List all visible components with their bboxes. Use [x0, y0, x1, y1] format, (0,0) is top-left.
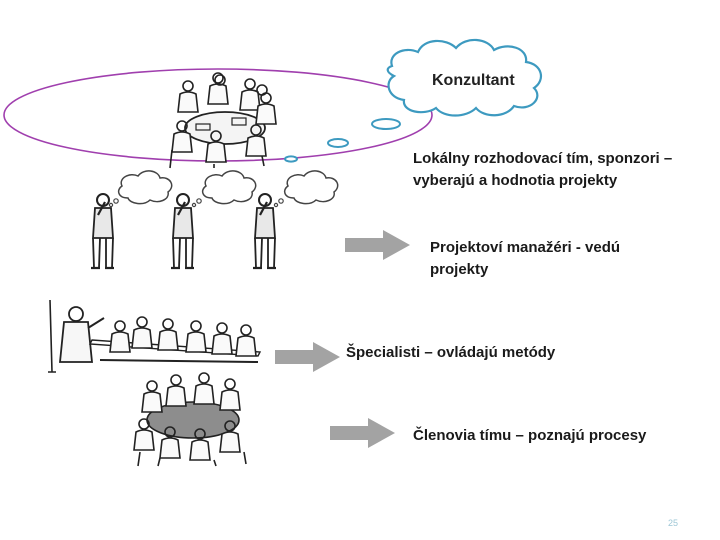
local-team-label: Lokálny rozhodovací tím, sponzori – vybe… — [413, 150, 673, 189]
right-arrow-icon — [330, 418, 395, 448]
right-arrow-icon — [345, 230, 410, 260]
thinking-person-icon — [169, 170, 257, 270]
team-members-label: Členovia tímu – poznajú procesy — [413, 427, 647, 444]
consultant-label: Konzultant — [432, 72, 515, 89]
meeting-table-icon — [169, 72, 277, 169]
presenter-group-icon — [48, 299, 262, 373]
round-table-team-icon — [133, 372, 247, 467]
right-arrow-icon — [275, 342, 340, 372]
page-number: 25 — [668, 518, 679, 528]
thinking-person-icon — [89, 170, 173, 270]
specialists-label: Špecialisti – ovládajú metódy — [346, 344, 556, 361]
project-managers-label: Projektoví manažéri - vedú projekty — [430, 239, 621, 278]
consultant-cloud-icon — [284, 38, 543, 163]
thinking-person-icon — [251, 170, 339, 270]
